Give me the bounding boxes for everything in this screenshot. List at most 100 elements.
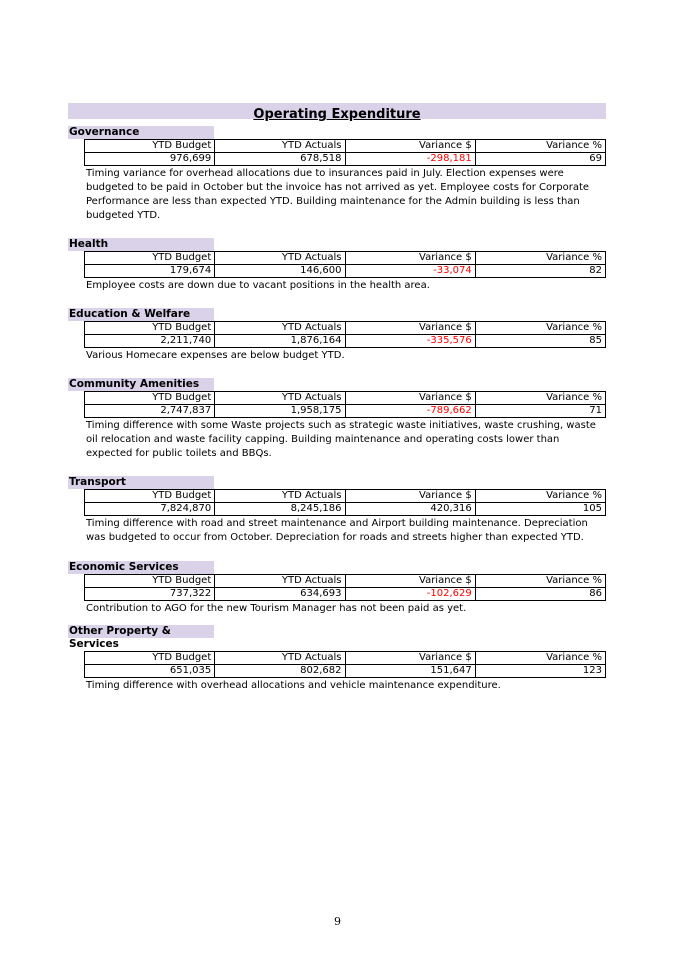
figures-table: YTD Budget YTD Actuals Variance $ Varian… [83, 391, 607, 418]
header-variance-dollar: Variance $ [344, 251, 476, 265]
ytd-budget-value: 2,211,740 [83, 334, 216, 348]
section-education-welfare: Education & Welfare YTD Budget YTD Actua… [68, 302, 608, 363]
section-economic-services: Economic Services YTD Budget YTD Actuals… [68, 555, 608, 616]
header-ytd-budget: YTD Budget [83, 489, 216, 503]
variance-percent-value: 86 [474, 587, 607, 601]
figures-table: YTD Budget YTD Actuals Variance $ Varian… [83, 574, 607, 601]
figures-table: YTD Budget YTD Actuals Variance $ Varian… [83, 139, 607, 166]
ytd-actuals-value: 146,600 [214, 264, 346, 278]
figures-table: YTD Budget YTD Actuals Variance $ Varian… [83, 251, 607, 278]
header-variance-dollar: Variance $ [344, 489, 476, 503]
variance-dollar-value: -789,662 [344, 404, 476, 418]
table-row: 651,035 802,682 151,647 123 [83, 664, 607, 678]
variance-percent-value: 69 [474, 152, 607, 166]
header-variance-percent: Variance % [474, 391, 607, 405]
table-header-row: YTD Budget YTD Actuals Variance $ Varian… [83, 139, 607, 153]
ytd-actuals-value: 802,682 [214, 664, 346, 678]
section-note: Timing difference with some Waste projec… [86, 420, 596, 459]
table-header-row: YTD Budget YTD Actuals Variance $ Varian… [83, 574, 607, 588]
header-ytd-budget: YTD Budget [83, 651, 216, 665]
table-row: 2,211,740 1,876,164 -335,576 85 [83, 334, 607, 348]
section-governance: Governance YTD Budget YTD Actuals Varian… [68, 120, 608, 223]
section-community-amenities: Community Amenities YTD Budget YTD Actua… [68, 372, 608, 461]
variance-percent-value: 123 [474, 664, 607, 678]
header-ytd-budget: YTD Budget [83, 139, 216, 153]
table-row: 7,824,870 8,245,186 420,316 105 [83, 502, 607, 516]
header-variance-dollar: Variance $ [344, 139, 476, 153]
variance-percent-value: 82 [474, 264, 607, 278]
variance-dollar-value: -102,629 [344, 587, 476, 601]
page-number: 9 [334, 915, 341, 928]
variance-dollar-value: 420,316 [344, 502, 476, 516]
table-row: 737,322 634,693 -102,629 86 [83, 587, 607, 601]
ytd-actuals-value: 634,693 [214, 587, 346, 601]
section-note: Various Homecare expenses are below budg… [86, 350, 345, 361]
header-ytd-actuals: YTD Actuals [214, 139, 346, 153]
header-ytd-budget: YTD Budget [83, 251, 216, 265]
section-other-property-services: Other Property & Services YTD Budget YTD… [68, 625, 608, 693]
ytd-budget-value: 737,322 [83, 587, 216, 601]
header-ytd-actuals: YTD Actuals [214, 651, 346, 665]
header-variance-percent: Variance % [474, 321, 607, 335]
header-ytd-actuals: YTD Actuals [214, 251, 346, 265]
table-row: 179,674 146,600 -33,074 82 [83, 264, 607, 278]
header-variance-percent: Variance % [474, 574, 607, 588]
header-variance-percent: Variance % [474, 139, 607, 153]
ytd-budget-value: 179,674 [83, 264, 216, 278]
section-title: Health [68, 238, 214, 251]
page-title: Operating Expenditure [253, 107, 421, 122]
ytd-actuals-value: 1,876,164 [214, 334, 346, 348]
section-title: Transport [68, 476, 214, 489]
section-note: Timing difference with overhead allocati… [86, 680, 501, 691]
section-health: Health YTD Budget YTD Actuals Variance $… [68, 232, 608, 293]
header-variance-percent: Variance % [474, 489, 607, 503]
table-row: 976,699 678,518 -298,181 69 [83, 152, 607, 166]
table-row: 2,747,837 1,958,175 -789,662 71 [83, 404, 607, 418]
variance-dollar-value: 151,647 [344, 664, 476, 678]
section-title: Other Property & Services [68, 625, 214, 650]
header-variance-dollar: Variance $ [344, 651, 476, 665]
header-ytd-budget: YTD Budget [83, 574, 216, 588]
variance-percent-value: 105 [474, 502, 607, 516]
header-ytd-actuals: YTD Actuals [214, 489, 346, 503]
header-variance-percent: Variance % [474, 251, 607, 265]
ytd-actuals-value: 8,245,186 [214, 502, 346, 516]
table-header-row: YTD Budget YTD Actuals Variance $ Varian… [83, 251, 607, 265]
table-header-row: YTD Budget YTD Actuals Variance $ Varian… [83, 321, 607, 335]
ytd-budget-value: 976,699 [83, 152, 216, 166]
variance-dollar-value: -33,074 [344, 264, 476, 278]
header-ytd-actuals: YTD Actuals [214, 391, 346, 405]
header-ytd-actuals: YTD Actuals [214, 321, 346, 335]
header-ytd-actuals: YTD Actuals [214, 574, 346, 588]
variance-dollar-value: -298,181 [344, 152, 476, 166]
page-title-bar: Operating Expenditure [68, 103, 606, 122]
section-note: Timing difference with road and street m… [86, 518, 588, 543]
figures-table: YTD Budget YTD Actuals Variance $ Varian… [83, 321, 607, 348]
variance-percent-value: 85 [474, 334, 607, 348]
header-variance-dollar: Variance $ [344, 321, 476, 335]
figures-table: YTD Budget YTD Actuals Variance $ Varian… [83, 651, 607, 678]
header-ytd-budget: YTD Budget [83, 321, 216, 335]
section-note: Employee costs are down due to vacant po… [86, 280, 430, 291]
variance-dollar-value: -335,576 [344, 334, 476, 348]
ytd-actuals-value: 678,518 [214, 152, 346, 166]
section-title: Community Amenities [68, 378, 214, 391]
header-variance-dollar: Variance $ [344, 391, 476, 405]
ytd-budget-value: 2,747,837 [83, 404, 216, 418]
header-variance-percent: Variance % [474, 651, 607, 665]
figures-table: YTD Budget YTD Actuals Variance $ Varian… [83, 489, 607, 516]
header-ytd-budget: YTD Budget [83, 391, 216, 405]
section-title: Economic Services [68, 561, 214, 574]
ytd-actuals-value: 1,958,175 [214, 404, 346, 418]
section-title: Governance [68, 126, 214, 139]
section-title: Education & Welfare [68, 308, 214, 321]
table-header-row: YTD Budget YTD Actuals Variance $ Varian… [83, 391, 607, 405]
table-header-row: YTD Budget YTD Actuals Variance $ Varian… [83, 651, 607, 665]
section-note: Timing variance for overhead allocations… [86, 168, 590, 221]
table-header-row: YTD Budget YTD Actuals Variance $ Varian… [83, 489, 607, 503]
ytd-budget-value: 651,035 [83, 664, 216, 678]
variance-percent-value: 71 [474, 404, 607, 418]
section-transport: Transport YTD Budget YTD Actuals Varianc… [68, 470, 608, 545]
header-variance-dollar: Variance $ [344, 574, 476, 588]
section-note: Contribution to AGO for the new Tourism … [86, 603, 467, 614]
